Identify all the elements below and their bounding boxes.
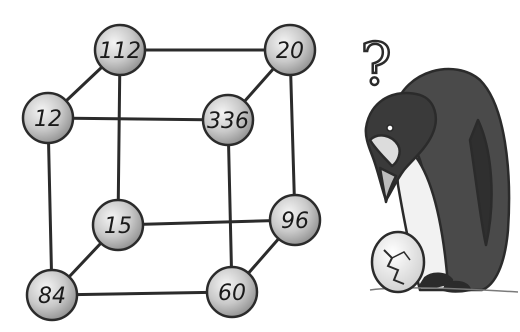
edge-back-bottom (118, 220, 295, 225)
node-value: 336 (207, 109, 249, 134)
cube-edges (48, 50, 295, 295)
edge-front-top (48, 118, 228, 120)
node-value: 60 (218, 281, 246, 306)
cube-node-front-top-right: 336 (203, 95, 253, 145)
node-value: 96 (281, 209, 309, 234)
node-value: 112 (99, 39, 141, 64)
question-mark-icon: ? (360, 30, 391, 98)
edge-back-left (118, 50, 120, 225)
cube-node-back-top-right: 20 (265, 25, 315, 75)
cube-node-back-top-left: 112 (95, 25, 145, 75)
node-value: 20 (276, 39, 304, 64)
node-value: 84 (38, 284, 66, 309)
node-value: 12 (34, 107, 62, 132)
node-value: 15 (104, 214, 132, 239)
cube-node-front-bottom-right: 60 (207, 267, 257, 317)
cube-node-front-top-left: 12 (23, 93, 73, 143)
edge-front-left (48, 118, 52, 295)
cracked-egg-icon (372, 232, 424, 292)
edge-front-bottom (52, 292, 232, 295)
cube-node-back-bottom-right: 96 (270, 195, 320, 245)
cube-node-front-bottom-left: 84 (27, 270, 77, 320)
cube-node-back-bottom-left: 15 (93, 200, 143, 250)
